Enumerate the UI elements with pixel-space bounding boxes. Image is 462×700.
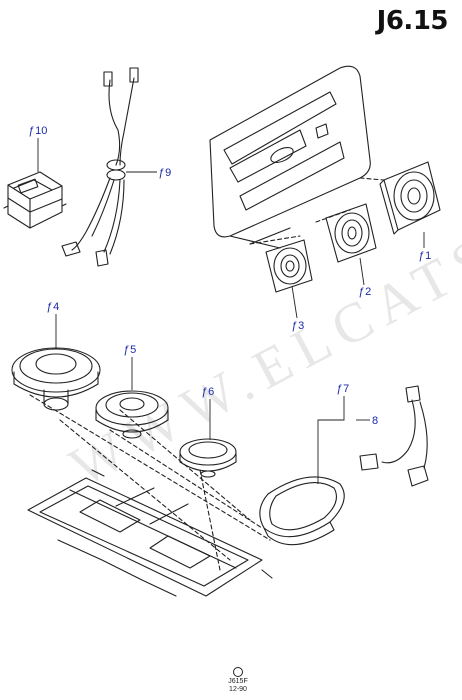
callout-10-label: 10 [35, 125, 48, 137]
callout-9-label: 9 [165, 167, 172, 179]
callout-5[interactable]: ƒ5 [123, 344, 136, 356]
drawing-code: J615F [228, 678, 248, 685]
callout-3-label: 3 [298, 320, 305, 332]
callout-7[interactable]: ƒ7 [336, 383, 349, 395]
callout-10[interactable]: ƒ10 [28, 125, 47, 137]
alignment-lines [29, 177, 385, 571]
callout-4-label: 4 [53, 301, 60, 313]
wiring-harness-drawing [61, 67, 139, 267]
ford-oval-icon [233, 667, 243, 677]
callout-8[interactable]: 8 [372, 415, 378, 427]
callout-7-label: 7 [343, 383, 350, 395]
callout-3-marker: ƒ [291, 320, 298, 332]
parcel-shelf-frame-drawing [27, 469, 273, 597]
speaker-7-drawing [259, 476, 345, 546]
callout-5-label: 5 [130, 344, 137, 356]
callout-9-marker: ƒ [158, 167, 165, 179]
amplifier-box-drawing [3, 171, 67, 229]
callout-2[interactable]: ƒ2 [358, 286, 371, 298]
callout-1-marker: ƒ [418, 250, 425, 262]
speaker-1-drawing [379, 161, 441, 235]
callout-3[interactable]: ƒ3 [291, 320, 304, 332]
drawing-date: 12-90 [229, 686, 247, 693]
callout-6-marker: ƒ [201, 386, 208, 398]
drawing-footer: J615F 12-90 [218, 667, 258, 694]
callout-9[interactable]: ƒ9 [158, 167, 171, 179]
callout-10-marker: ƒ [28, 125, 35, 137]
callout-6-label: 6 [208, 386, 215, 398]
speaker-6-drawing [179, 438, 237, 478]
connector-lead-drawing [359, 385, 429, 487]
callout-5-marker: ƒ [123, 344, 130, 356]
callout-7-marker: ƒ [336, 383, 343, 395]
callout-8-label: 8 [372, 415, 379, 427]
speaker-4-drawing [11, 347, 101, 411]
callout-1[interactable]: ƒ1 [418, 250, 431, 262]
callout-1-label: 1 [425, 250, 432, 262]
callout-6[interactable]: ƒ6 [201, 386, 214, 398]
callout-4[interactable]: ƒ4 [46, 301, 59, 313]
door-trim-panel-drawing [209, 65, 371, 249]
page-code: J6.15 [376, 6, 449, 36]
callout-4-marker: ƒ [46, 301, 53, 313]
speaker-5-drawing [95, 390, 169, 439]
speaker-2-drawing [325, 203, 377, 263]
callout-2-label: 2 [365, 286, 372, 298]
speaker-3-drawing [265, 239, 313, 293]
callout-2-marker: ƒ [358, 286, 365, 298]
